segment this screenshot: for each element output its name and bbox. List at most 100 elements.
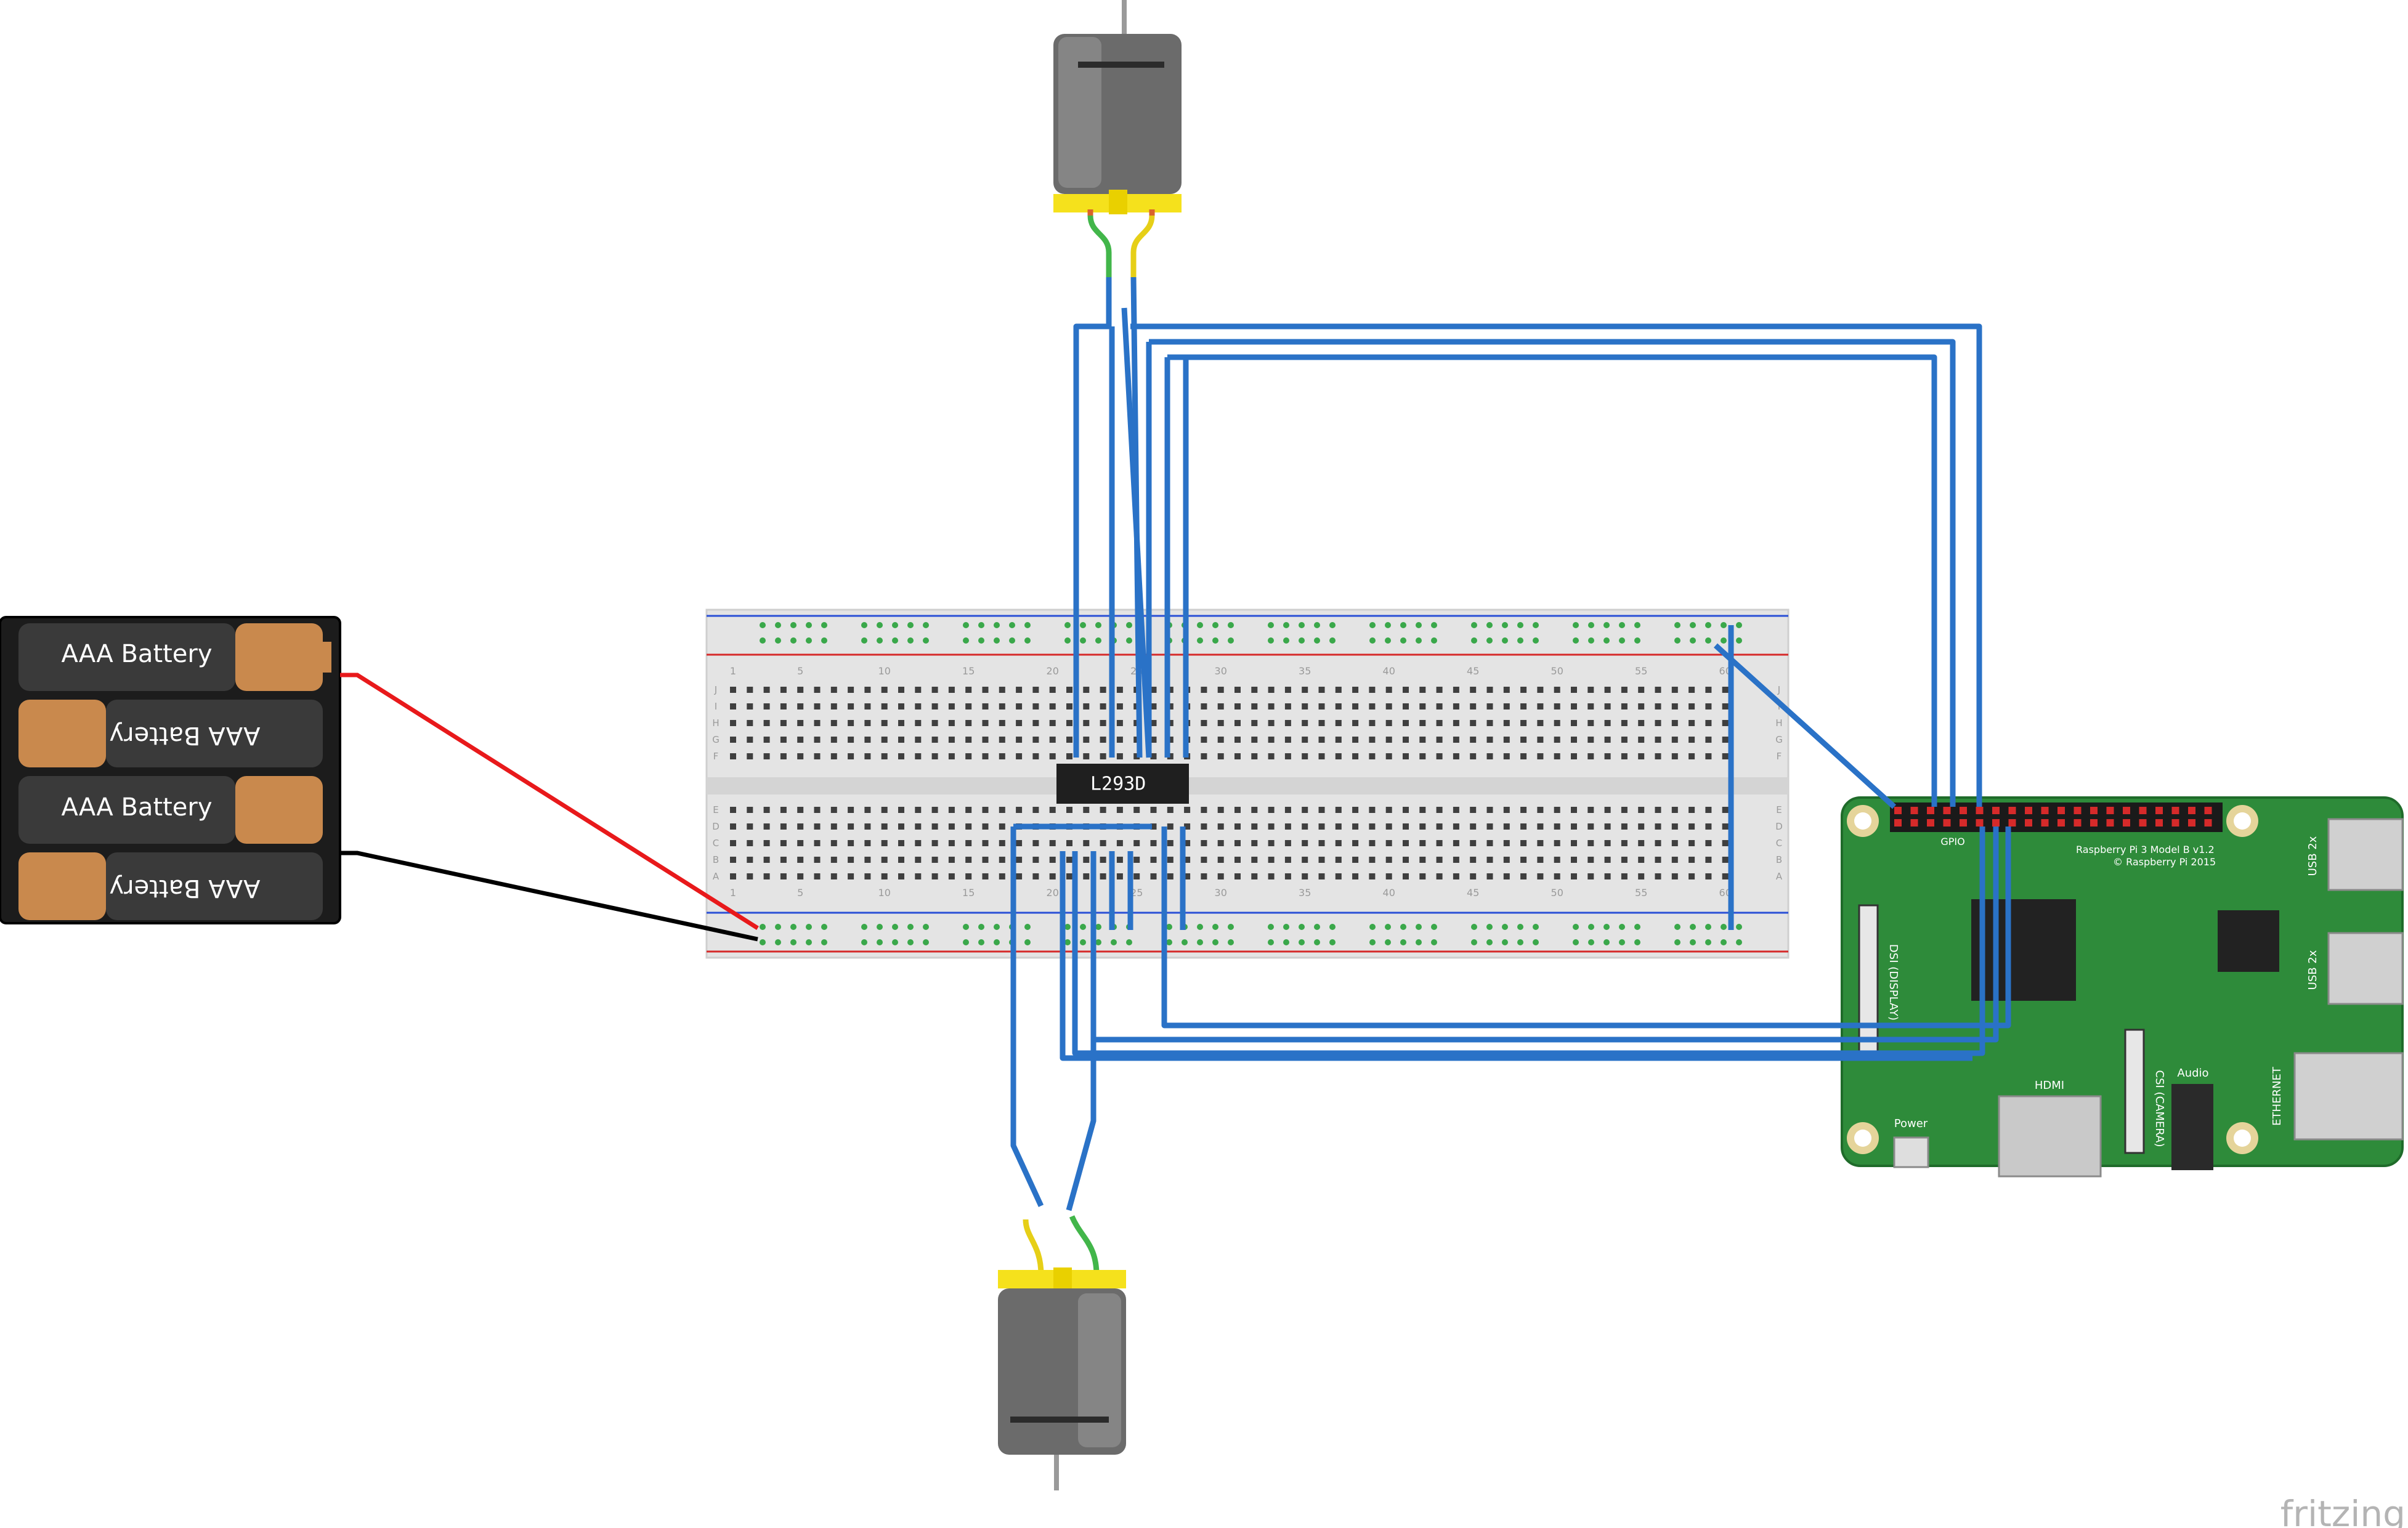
breadboard-hole	[1403, 753, 1409, 759]
breadboard-hole	[1537, 737, 1544, 743]
breadboard-hole	[1284, 703, 1291, 709]
breadboard-hole	[814, 703, 821, 709]
breadboard-hole	[780, 857, 787, 863]
breadboard-hole	[1655, 823, 1661, 830]
wire	[1066, 851, 1097, 1211]
breadboard-rail-hole	[892, 622, 898, 628]
gpio-pin	[2171, 807, 2179, 814]
breadboard-hole	[1470, 857, 1477, 863]
breadboard-hole	[848, 807, 854, 813]
breadboard-hole	[1655, 807, 1661, 813]
breadboard-hole	[1385, 720, 1392, 726]
breadboard-hole	[1587, 703, 1594, 709]
breadboard-rail-hole	[1471, 939, 1477, 945]
breadboard-hole	[1100, 857, 1106, 863]
breadboard-hole	[999, 857, 1005, 863]
breadboard-column-label: 35	[1299, 887, 1311, 899]
gpio-pin	[2025, 807, 2032, 814]
breadboard-rail-hole	[1721, 939, 1727, 945]
breadboard-hole	[747, 823, 753, 830]
breadboard-hole	[1638, 857, 1645, 863]
breadboard-hole	[864, 720, 871, 726]
breadboard-hole	[1419, 687, 1426, 693]
breadboard-hole	[1251, 753, 1258, 759]
breadboard-rail-hole	[1416, 924, 1422, 930]
breadboard-hole	[1369, 873, 1376, 879]
breadboard-hole	[881, 753, 888, 759]
breadboard-hole	[1251, 687, 1258, 693]
breadboard-hole	[763, 840, 770, 846]
breadboard-hole	[1318, 857, 1325, 863]
breadboard-hole	[1503, 873, 1510, 879]
breadboard-hole	[1638, 720, 1645, 726]
breadboard-hole	[1116, 687, 1123, 693]
breadboard-hole	[1655, 873, 1661, 879]
breadboard-hole	[780, 753, 787, 759]
breadboard-hole	[1621, 823, 1628, 830]
gpio-pin	[2123, 807, 2130, 814]
breadboard-rail-hole	[1736, 924, 1742, 930]
breadboard-hole	[1184, 840, 1191, 846]
breadboard-hole	[1403, 807, 1409, 813]
gpio-pin	[2171, 819, 2179, 827]
breadboard-rail-hole	[1619, 637, 1625, 644]
breadboard-hole	[1385, 823, 1392, 830]
breadboard-hole	[1722, 753, 1729, 759]
breadboard-hole	[1486, 753, 1493, 759]
breadboard-hole	[1284, 873, 1291, 879]
breadboard-hole	[1470, 753, 1477, 759]
breadboard-rail-hole	[1314, 637, 1320, 644]
breadboard-rail-hole	[1268, 637, 1274, 644]
breadboard-hole	[1554, 720, 1560, 726]
breadboard-hole	[965, 720, 972, 726]
breadboard-rail-hole	[877, 637, 883, 644]
breadboard-hole	[1520, 823, 1527, 830]
breadboard-hole	[1133, 807, 1140, 813]
breadboard-hole	[1251, 720, 1258, 726]
breadboard-rail-hole	[775, 622, 781, 628]
breadboard-hole	[1234, 857, 1241, 863]
breadboard-rail-hole	[1385, 939, 1391, 945]
breadboard-hole	[1587, 737, 1594, 743]
gpio-pin	[1927, 807, 1934, 814]
breadboard-hole	[1403, 873, 1409, 879]
breadboard-rail-hole	[1603, 924, 1610, 930]
breadboard-hole	[965, 687, 972, 693]
breadboard-hole	[797, 807, 804, 813]
breadboard-rail-hole	[1024, 622, 1031, 628]
breadboard-rail-hole	[1705, 939, 1711, 945]
breadboard-hole	[1251, 823, 1258, 830]
breadboard-hole	[1604, 753, 1611, 759]
breadboard-rail-hole	[790, 622, 797, 628]
breadboard-hole	[1268, 857, 1275, 863]
breadboard-hole	[999, 703, 1005, 709]
breadboard-hole	[948, 823, 955, 830]
breadboard-hole	[1150, 753, 1157, 759]
fritzing-watermark: fritzing	[2280, 1493, 2406, 1528]
breadboard-hole	[1520, 720, 1527, 726]
breadboard-rail-hole	[1268, 622, 1274, 628]
breadboard-hole	[1016, 807, 1023, 813]
breadboard-hole	[1167, 687, 1174, 693]
breadboard-hole	[1385, 873, 1392, 879]
breadboard-hole	[1419, 753, 1426, 759]
breadboard-hole	[1302, 737, 1308, 743]
breadboard-column-label: 50	[1551, 887, 1563, 899]
breadboard-column-label: 20	[1047, 665, 1059, 677]
breadboard-hole	[1234, 807, 1241, 813]
breadboard-hole	[965, 873, 972, 879]
breadboard-hole	[814, 687, 821, 693]
breadboard-rail-hole	[1197, 939, 1203, 945]
breadboard-rail-hole	[1400, 622, 1406, 628]
breadboard-hole	[1571, 873, 1577, 879]
breadboard-hole	[730, 873, 736, 879]
breadboard-hole	[1486, 823, 1493, 830]
breadboard-rail-hole	[760, 939, 766, 945]
pi-model-title: Raspberry Pi 3 Model B v1.2	[2076, 844, 2215, 855]
breadboard-hole	[1167, 840, 1174, 846]
breadboard-hole	[1621, 703, 1628, 709]
chip-label: L293D	[1090, 774, 1146, 795]
breadboard-hole	[1638, 823, 1645, 830]
gpio-pins	[1894, 807, 2212, 827]
